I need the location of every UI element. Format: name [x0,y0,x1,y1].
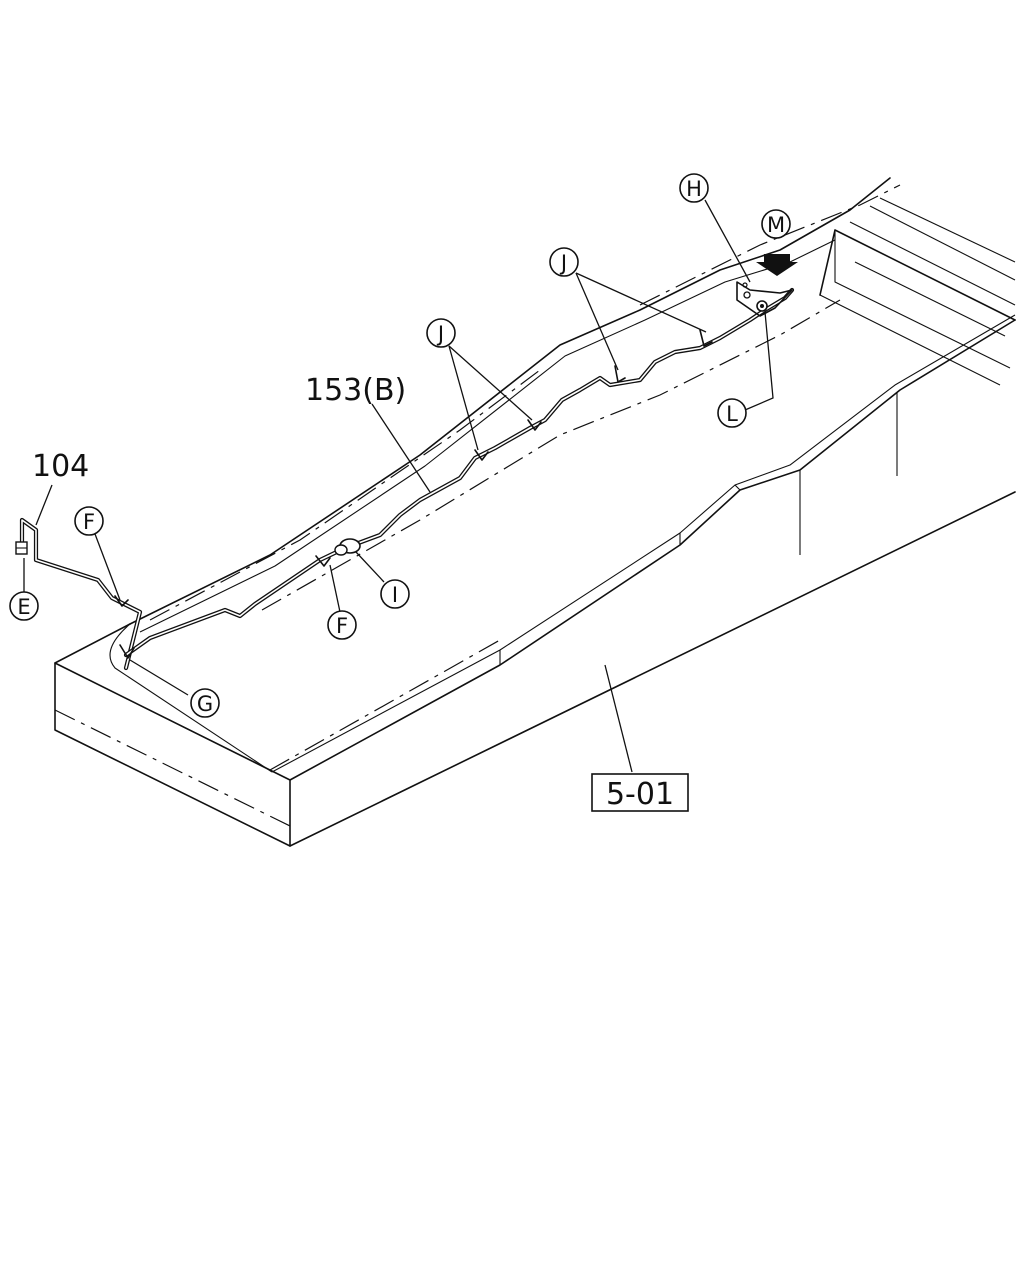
part-number-104: 104 [32,449,89,484]
callout-i-label: I [392,583,398,607]
callout-j-left: J [426,318,456,348]
callout-l-label: L [726,402,738,426]
callout-h-label: H [686,177,702,201]
callout-f-lower: F [327,610,357,640]
callout-l: L [717,398,747,428]
bracket-assembly [736,281,793,317]
callout-e-label: E [17,595,30,619]
callout-g-label: G [197,692,213,716]
pipe-153b [114,287,795,659]
callout-f-upper: F [74,506,104,536]
frame-rail [54,177,1016,847]
callout-m: M [761,209,791,239]
callout-j-right: J [549,247,579,277]
callout-g: G [190,688,220,718]
frame-reference-box: 5-01 [591,773,689,812]
callout-j-left-label: J [436,322,444,346]
frame-reference-label: 5-01 [606,777,674,812]
part-number-153b: 153(B) [305,373,406,408]
callout-e: E [9,591,39,621]
callout-i: I [380,579,410,609]
pipe-104 [15,517,143,671]
callout-m-label: M [767,213,785,237]
callout-j-right-label: J [559,251,567,275]
callout-f-lower-label: F [336,614,348,638]
view-arrow-icon [756,254,798,276]
callout-h: H [679,173,709,203]
leader-lines [23,199,774,773]
callout-f-upper-label: F [83,510,95,534]
